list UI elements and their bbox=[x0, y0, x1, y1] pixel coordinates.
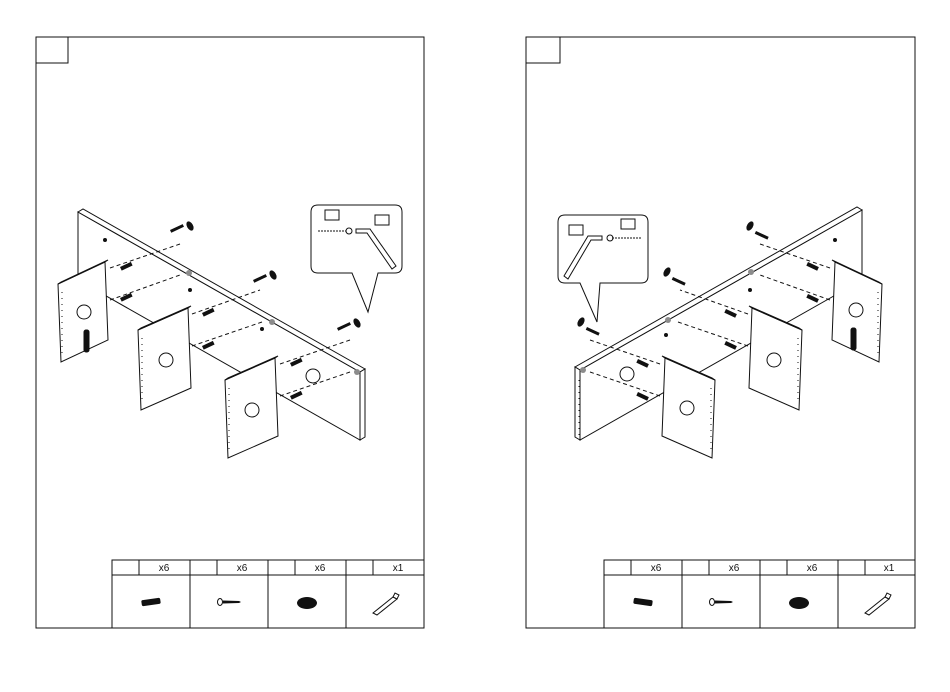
part-qty: x6 bbox=[807, 563, 818, 574]
cover-cap-icon bbox=[789, 597, 809, 609]
part-qty: x1 bbox=[884, 563, 895, 574]
cover-cap-icon bbox=[297, 597, 317, 609]
parts-table: x6 x6 x6 x1 bbox=[604, 560, 915, 628]
part-qty: x6 bbox=[651, 563, 662, 574]
parts-table: x6 x6 x6 x1 bbox=[112, 560, 424, 628]
part-qty: x6 bbox=[729, 563, 740, 574]
instruction-page-right: x6 x6 x6 x1 bbox=[526, 37, 915, 628]
part-qty: x6 bbox=[315, 563, 326, 574]
part-qty: x6 bbox=[159, 563, 170, 574]
instruction-page-left: x6 x6 x6 x1 bbox=[36, 37, 424, 628]
part-qty: x6 bbox=[237, 563, 248, 574]
part-qty: x1 bbox=[393, 563, 404, 574]
